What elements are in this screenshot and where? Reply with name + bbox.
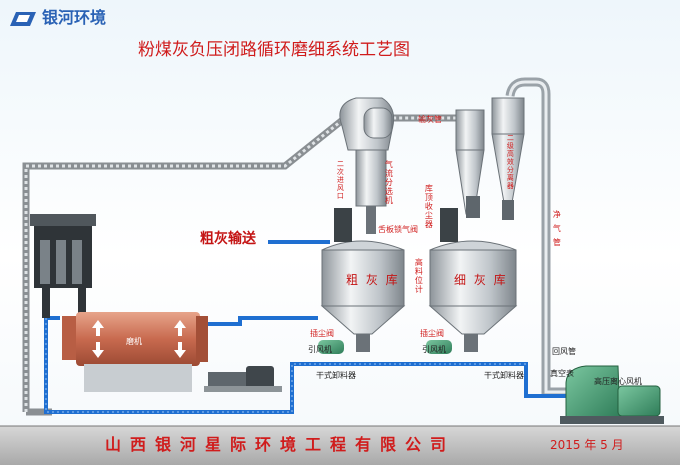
clean-air-pipe-label: 净气管 bbox=[552, 210, 562, 252]
fine-bin-label: 细 灰 库 bbox=[454, 273, 508, 287]
level-gauge-label: 高料位计 bbox=[414, 258, 424, 294]
secondary-separator bbox=[491, 97, 525, 220]
unloader-2-label: 干式卸料器 bbox=[484, 371, 524, 380]
vacuum-gauge-label: 真空表 bbox=[550, 369, 574, 378]
dust-valve-1-label: 插尘阀 bbox=[310, 329, 334, 338]
floor-band bbox=[0, 426, 680, 465]
ash-pipe-label: 输灰管 bbox=[418, 115, 442, 124]
fine-ash-bin bbox=[428, 208, 518, 352]
diagram-title: 粉煤灰负压闭路循环磨细系统工艺图 bbox=[138, 40, 410, 60]
cyclone-collector-label: 库顶收尘器 bbox=[424, 184, 434, 229]
brand-name: 银河环境 bbox=[42, 8, 107, 27]
hp-fan-label: 高压离心风机 bbox=[594, 377, 642, 386]
cyclone-collector bbox=[455, 109, 485, 218]
footer-company: 山西银河星际环境工程有限公司 bbox=[105, 435, 456, 454]
air-separator-label: 气流分选机 bbox=[384, 160, 394, 205]
unloader-1-label: 干式卸料器 bbox=[316, 371, 356, 380]
hp-centrifugal-fan bbox=[560, 365, 664, 424]
mill-motor bbox=[204, 366, 282, 392]
fan-2-label: 引风机 bbox=[422, 345, 446, 354]
coarse-feed-label: 粗灰输送 bbox=[200, 231, 256, 247]
fan-1-label: 引风机 bbox=[308, 345, 332, 354]
air-separator bbox=[339, 97, 395, 234]
secondary-air-inlet-label: 二次进风口 bbox=[336, 160, 345, 200]
ball-mill bbox=[62, 312, 208, 392]
dust-valve-2-label: 插尘阀 bbox=[420, 329, 444, 338]
tongue-valve-label: 舌板锁气阀 bbox=[378, 225, 418, 234]
brand-logo-mark bbox=[10, 12, 36, 26]
footer-date: 2015 年 5 月 bbox=[550, 438, 624, 452]
mill-label: 磨机 bbox=[126, 337, 142, 346]
clean-air-pipe bbox=[505, 77, 566, 397]
return-pipe-label: 回风管 bbox=[552, 347, 576, 356]
coarse-bin-label: 粗 灰 库 bbox=[346, 273, 400, 287]
coarse-ash-bin bbox=[320, 208, 406, 352]
induced-draft-fans bbox=[318, 340, 452, 354]
bag-filter bbox=[30, 214, 96, 318]
secondary-separator-label: 二级高效分离器 bbox=[506, 134, 515, 190]
